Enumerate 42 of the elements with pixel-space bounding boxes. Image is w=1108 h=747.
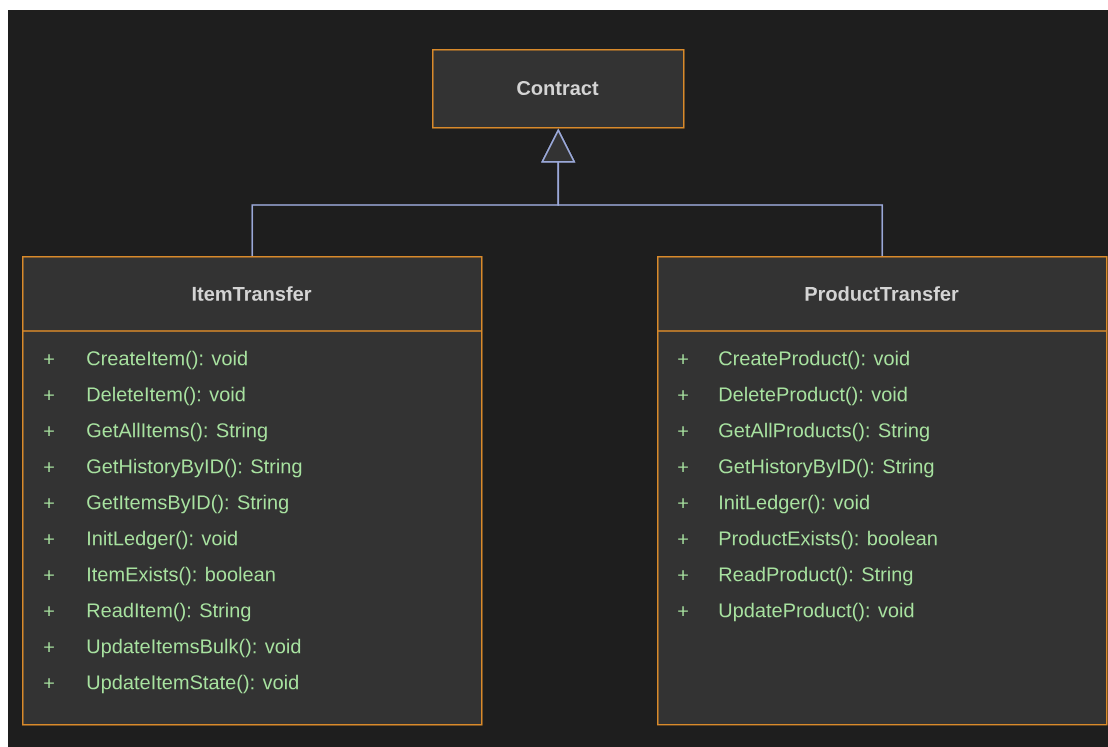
method-signature: GetItemsByID(): String bbox=[87, 494, 288, 514]
class-name: ProductTransfer bbox=[805, 286, 959, 301]
method-signature: GetAllItems(): String bbox=[87, 422, 267, 442]
class-name: ItemTransfer bbox=[192, 286, 312, 301]
method-signature: GetHistoryByID(): String bbox=[87, 458, 302, 478]
visibility-mark: + bbox=[44, 606, 54, 616]
method-signature: ItemExists(): boolean bbox=[88, 566, 275, 586]
method-signature: GetAllProducts(): String bbox=[719, 422, 929, 442]
class-box bbox=[21, 256, 483, 726]
visibility-mark: + bbox=[678, 606, 688, 616]
visibility-mark: + bbox=[44, 642, 54, 652]
class-name: Contract bbox=[517, 80, 599, 96]
method-signature: ReadProduct(): String bbox=[719, 566, 913, 586]
visibility-mark: + bbox=[44, 570, 54, 580]
visibility-mark: + bbox=[678, 462, 688, 472]
method-signature: UpdateItemsBulk(): void bbox=[87, 638, 301, 658]
method-signature: GetHistoryByID(): String bbox=[719, 458, 934, 478]
visibility-mark: + bbox=[44, 462, 54, 472]
visibility-mark: + bbox=[678, 534, 688, 544]
method-signature: InitLedger(): void bbox=[88, 530, 237, 550]
method-signature: CreateItem(): void bbox=[87, 350, 247, 370]
method-signature: UpdateItemState(): void bbox=[87, 674, 298, 694]
visibility-mark: + bbox=[44, 534, 54, 544]
method-signature: DeleteItem(): void bbox=[87, 386, 245, 406]
method-signature: CreateProduct(): void bbox=[719, 350, 909, 370]
class-box bbox=[432, 49, 685, 129]
visibility-mark: + bbox=[678, 390, 688, 400]
visibility-mark: + bbox=[44, 426, 54, 436]
method-signature: ReadItem(): String bbox=[87, 602, 251, 622]
visibility-mark: + bbox=[678, 426, 688, 436]
visibility-mark: + bbox=[44, 498, 54, 508]
class-box bbox=[656, 256, 1108, 726]
visibility-mark: + bbox=[44, 354, 54, 364]
visibility-mark: + bbox=[678, 354, 688, 364]
method-signature: InitLedger(): void bbox=[720, 494, 869, 514]
method-signature: ProductExists(): boolean bbox=[719, 530, 937, 550]
visibility-mark: + bbox=[678, 498, 688, 508]
visibility-mark: + bbox=[44, 678, 54, 688]
method-signature: DeleteProduct(): void bbox=[719, 386, 907, 406]
visibility-mark: + bbox=[678, 570, 688, 580]
visibility-mark: + bbox=[44, 390, 54, 400]
method-signature: UpdateProduct(): void bbox=[719, 602, 914, 622]
